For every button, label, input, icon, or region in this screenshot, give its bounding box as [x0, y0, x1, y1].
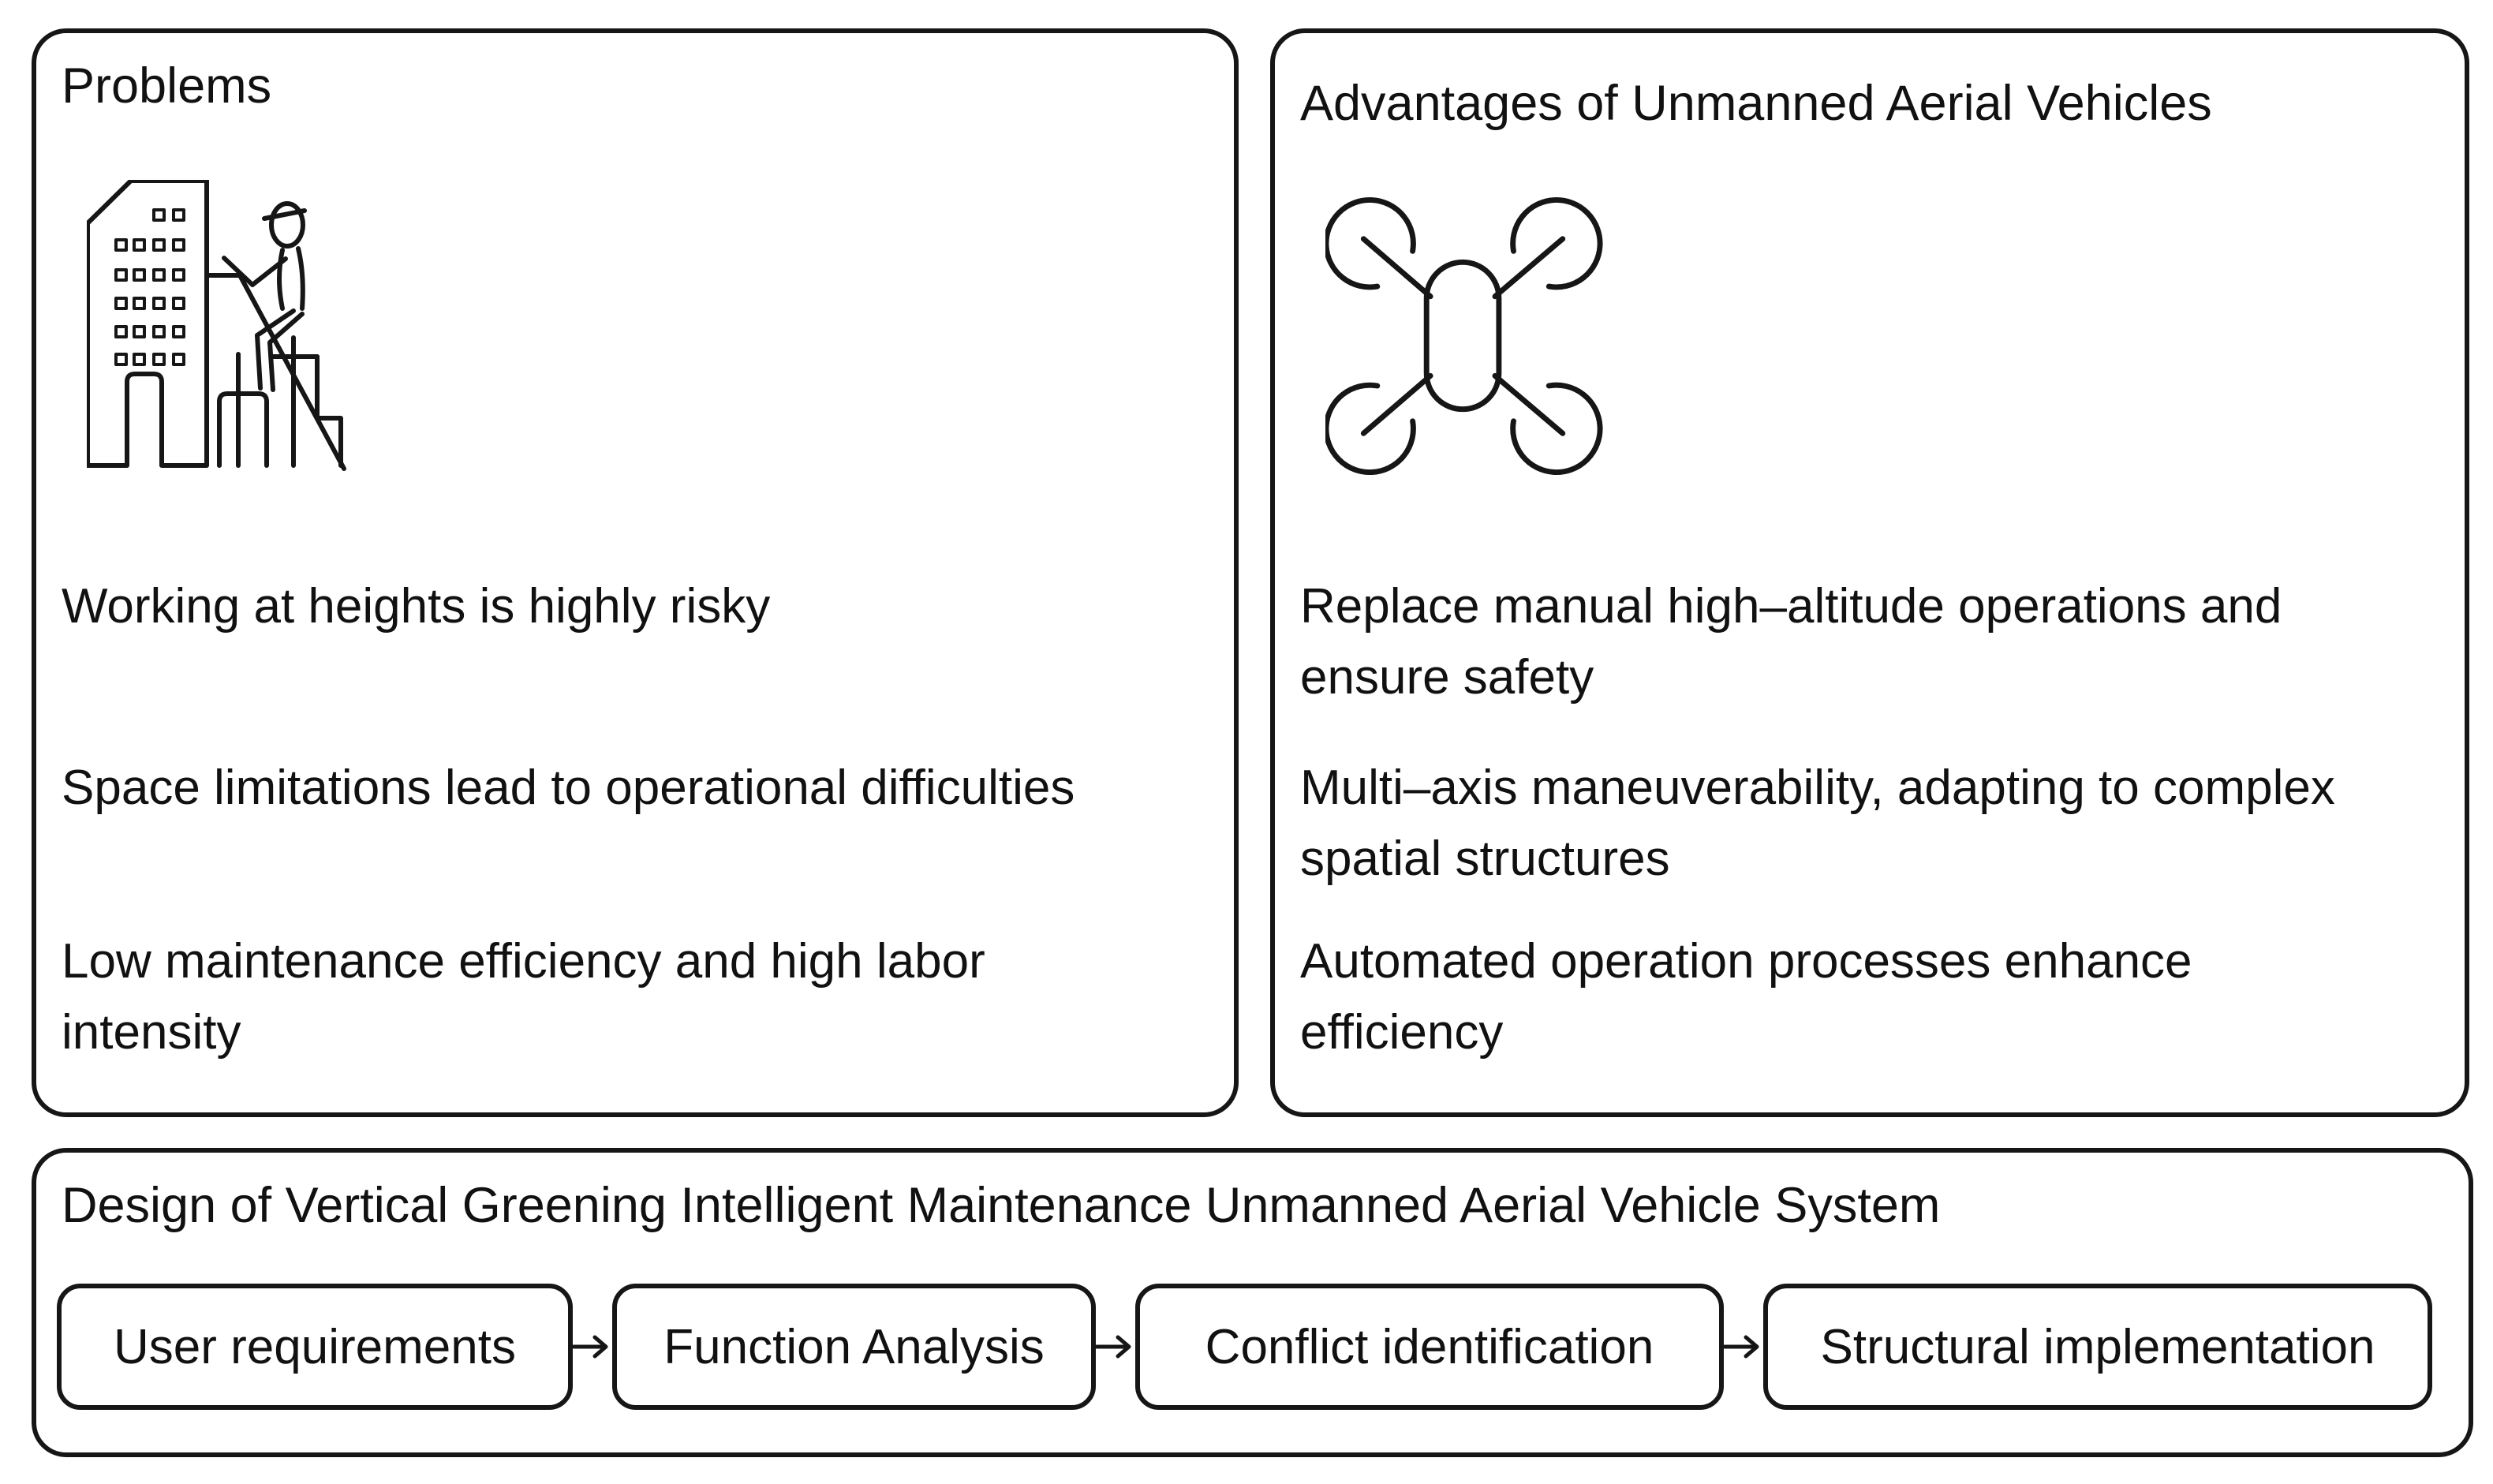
advantage-item-line: Multi–axis maneuverability, adapting to …	[1300, 761, 2335, 815]
advantage-item-line: Replace manual high–altitude operations …	[1300, 579, 2282, 634]
drone-icon	[1325, 197, 1605, 478]
building-worker-icon	[87, 180, 346, 471]
advantage-item: Replace manual high–altitude operations …	[1300, 571, 2452, 713]
flow-arrow-icon	[1096, 1335, 1131, 1359]
panel-design: Design of Vertical Greening Intelligent …	[32, 1148, 2473, 1457]
flow-step-conflict-identification: Conflict identification	[1135, 1284, 1724, 1410]
advantage-item-line: ensure safety	[1300, 650, 1594, 705]
panel-problems: Problems	[32, 28, 1239, 1117]
advantage-item-line: efficiency	[1300, 1005, 1504, 1060]
problems-title: Problems	[62, 58, 272, 114]
flow-arrow-icon	[573, 1335, 608, 1359]
problem-item: Working at heights is highly risky	[62, 571, 1221, 642]
problem-item: Low maintenance efficiency and high labo…	[62, 926, 1221, 1068]
advantage-item-line: spatial structures	[1300, 832, 1670, 886]
design-flow: User requirements Function Analysis Conf…	[57, 1284, 2432, 1410]
panel-advantages: Advantages of Unmanned Aerial Vehicles R…	[1270, 28, 2469, 1117]
advantages-title: Advantages of Unmanned Aerial Vehicles	[1300, 76, 2212, 131]
flow-arrow-icon	[1724, 1335, 1759, 1359]
flow-step-user-requirements: User requirements	[57, 1284, 573, 1410]
advantage-item: Multi–axis maneuverability, adapting to …	[1300, 753, 2452, 895]
problem-item-line: intensity	[62, 1005, 241, 1060]
advantage-item: Automated operation processes enhance ef…	[1300, 926, 2452, 1068]
problem-item-line: Space limitations lead to operational di…	[62, 761, 1075, 815]
problem-item-line: Low maintenance efficiency and high labo…	[62, 934, 985, 989]
problem-item-line: Working at heights is highly risky	[62, 579, 771, 634]
advantage-item-line: Automated operation processes enhance	[1300, 934, 2192, 989]
flow-step-structural-implementation: Structural implementation	[1763, 1284, 2432, 1410]
flow-step-function-analysis: Function Analysis	[612, 1284, 1096, 1410]
design-title: Design of Vertical Greening Intelligent …	[62, 1178, 1941, 1233]
problem-item: Space limitations lead to operational di…	[62, 753, 1221, 824]
